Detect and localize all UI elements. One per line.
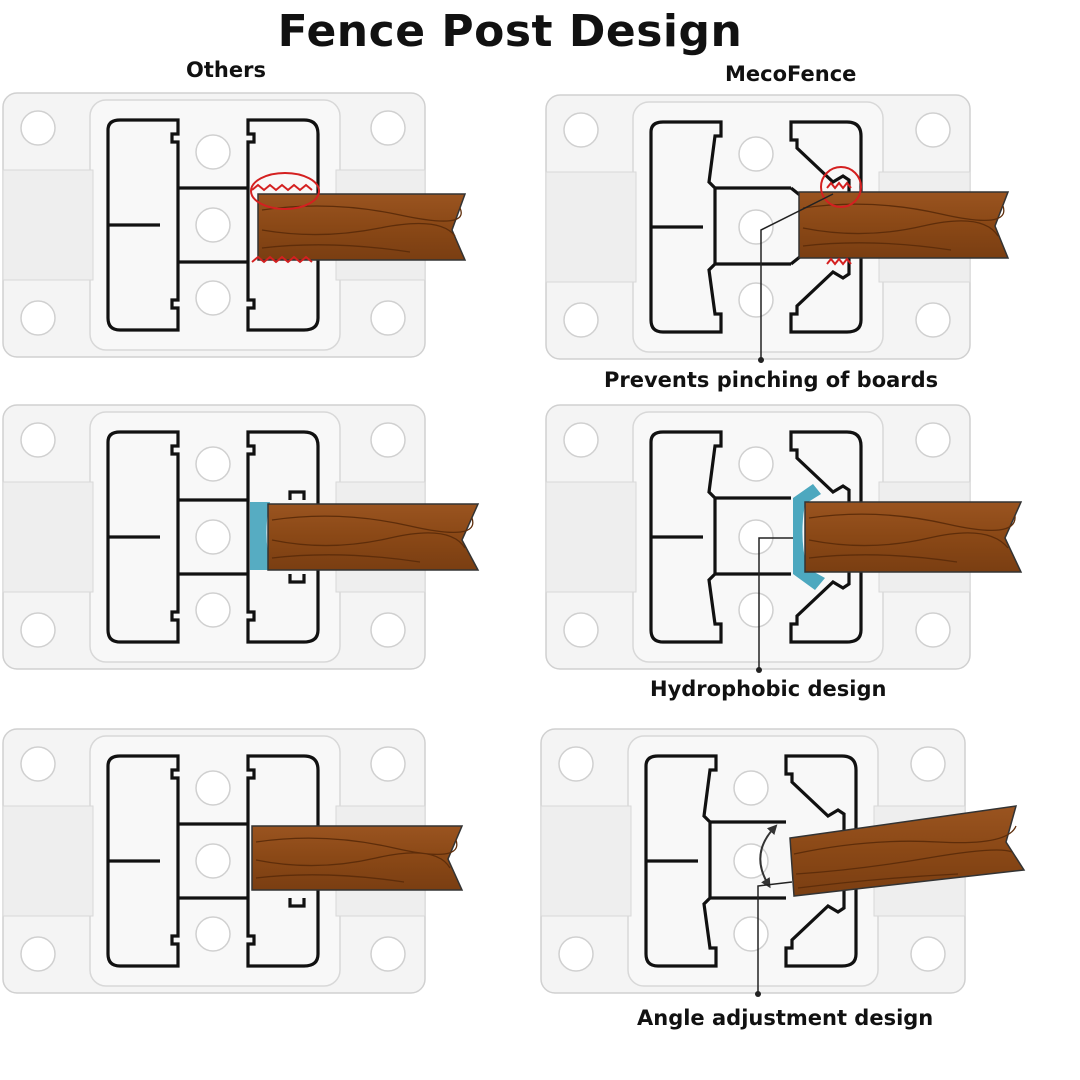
water-pocket (250, 502, 272, 570)
pinch-highlight (250, 172, 320, 264)
callout-dot (756, 667, 762, 673)
wood-board (267, 503, 480, 571)
wood-board (804, 501, 1023, 573)
pinch-highlight (820, 166, 862, 266)
post-profile (649, 430, 863, 644)
mecofence-panel-angle (540, 728, 1026, 997)
others-panel-pinching (2, 92, 467, 358)
mecofence-panel-pinching (545, 94, 1010, 363)
post-profile (106, 430, 320, 644)
column-header-mecofence: MecoFence (725, 62, 857, 86)
wood-board (251, 825, 464, 891)
post-profile (649, 120, 863, 334)
callout-leader (760, 193, 834, 360)
post-profile (106, 754, 320, 968)
post-profile (106, 118, 320, 332)
callout-leader (757, 881, 793, 994)
caption-angle-adjustment: Angle adjustment design (637, 1006, 934, 1030)
caption-prevents-pinching: Prevents pinching of boards (604, 368, 939, 392)
wood-board (798, 191, 1010, 259)
wood-board-angled (789, 805, 1026, 897)
rotate-arrow-icon (759, 824, 778, 889)
callout-dot (758, 357, 764, 363)
water-channel (793, 484, 825, 590)
post-profile (644, 754, 858, 968)
others-panel-water (2, 404, 480, 670)
callout-dot (755, 991, 761, 997)
callout-leader (758, 537, 793, 670)
column-header-others: Others (186, 58, 266, 82)
others-panel-angle (2, 728, 464, 994)
mecofence-panel-hydrophobic (545, 404, 1023, 673)
page-title: Fence Post Design (277, 6, 743, 57)
wood-board (257, 193, 467, 261)
caption-hydrophobic: Hydrophobic design (650, 677, 887, 701)
